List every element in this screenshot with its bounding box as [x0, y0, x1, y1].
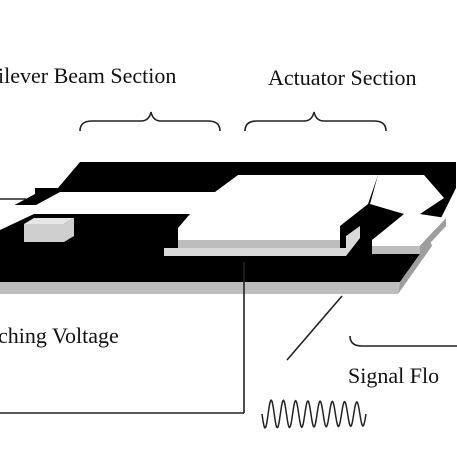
signal-wave	[261, 399, 367, 429]
cantilever-beam	[0, 175, 378, 240]
signal-line-upper	[370, 175, 444, 214]
bottom-electrode	[164, 226, 360, 256]
anchor-pad-top	[24, 218, 74, 224]
signal-flow-label: Signal Flo	[348, 363, 439, 388]
beam-edge	[178, 240, 340, 248]
signal-line-lower	[372, 214, 446, 246]
actuation-voltage-label: ching Voltage	[0, 323, 119, 348]
cantilever-section-label: ilever Beam Section	[0, 63, 176, 88]
actuator-section-label: Actuator Section	[268, 65, 416, 90]
signal-line-edge	[372, 246, 420, 254]
signal-leader-line	[286, 295, 343, 361]
signal-flow-brace	[349, 335, 457, 347]
substrate-side-edge	[398, 240, 432, 294]
actuator-brace	[244, 111, 387, 132]
signal-line-side	[420, 218, 446, 254]
substrate-edge	[0, 282, 400, 294]
cantilever-brace	[79, 111, 221, 132]
